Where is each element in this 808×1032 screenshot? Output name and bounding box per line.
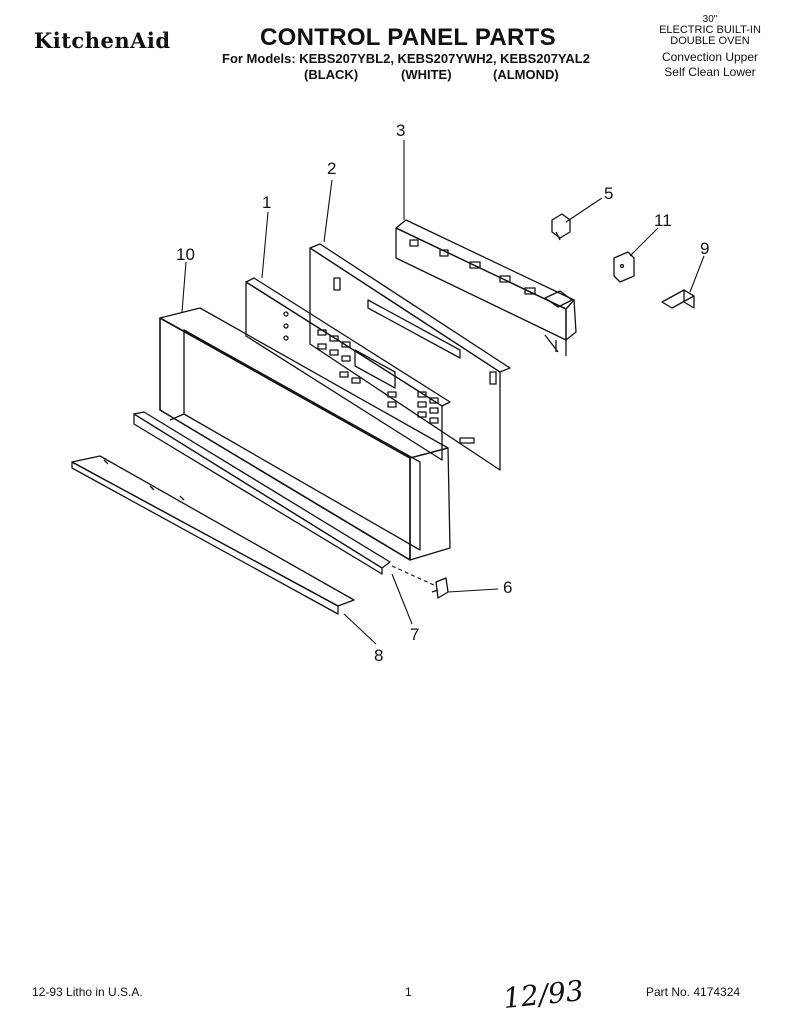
leader-7 [391,573,413,625]
leader-1 [261,211,269,279]
leader-11 [629,227,659,257]
callout-1: 1 [262,193,271,212]
callout-5: 5 [604,184,613,203]
callout-3: 3 [396,121,405,140]
finish-almond: (ALMOND) [493,67,559,82]
part-5-clip [551,213,571,241]
part-2-plate [309,243,511,471]
page-title: CONTROL PANEL PARTS [260,24,556,51]
models-line: For Models: KEBS207YBL2, KEBS207YWH2, KE… [222,51,590,66]
litho-note: 12-93 Litho in U.S.A. [32,985,143,999]
page-number: 1 [405,985,412,999]
part-number: Part No. 4174324 [646,985,741,999]
leader-2 [323,179,333,243]
leader-9 [689,255,705,293]
leader-5 [565,197,603,223]
part-11-bracket [613,251,635,283]
finish-white: (WHITE) [401,67,452,82]
callout-6: 6 [503,578,512,597]
part-3-control-board [395,219,577,356]
callout-10: 10 [176,245,195,264]
leader-10 [181,261,187,313]
finish-black: (BLACK) [304,67,359,82]
part-7-trim [133,411,391,575]
part-10-housing [159,307,451,561]
part-8-bottom-trim [71,455,355,615]
leader-8 [343,613,377,645]
product-description: 30" ELECTRIC BUILT-IN DOUBLE OVEN Convec… [620,14,800,80]
leader-6 [447,588,499,593]
part-6-clip [431,577,449,599]
dashed-guide [391,565,437,587]
callout-2: 2 [327,159,336,178]
callout-7: 7 [410,625,419,644]
callout-11: 11 [654,211,672,230]
product-line-4: Self Clean Lower [664,65,756,79]
product-line-1: ELECTRIC BUILT-IN [659,24,761,36]
product-line-2: DOUBLE OVEN [670,35,750,47]
part-9-bracket [661,289,695,309]
part-1-overlay [245,277,451,461]
brand-logo: KitchenAid [34,28,171,53]
product-size: 30" [702,14,718,25]
callout-9: 9 [700,239,709,258]
callout-8: 8 [374,646,383,665]
product-line-3: Convection Upper [661,50,759,64]
